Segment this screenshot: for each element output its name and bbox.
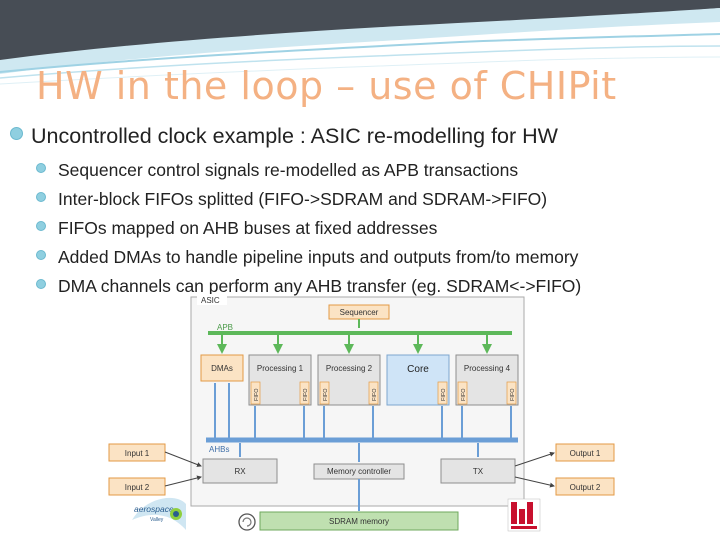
fifo-label: FIFO <box>441 388 447 401</box>
fifo-block <box>437 381 448 405</box>
sub-bullet-text: DMA channels can perform any AHB transfe… <box>58 276 582 296</box>
bullet-dot-icon <box>36 279 46 289</box>
sub-bullet-text: Inter-block FIFOs splitted (FIFO->SDRAM … <box>58 189 548 209</box>
sub-bullet: Inter-block FIFOs splitted (FIFO->SDRAM … <box>36 188 581 217</box>
sdram-label: SDRAM memory <box>329 517 389 526</box>
fifo-label: FIFO <box>254 388 260 401</box>
sub-bullet-text: Sequencer control signals re-modelled as… <box>58 160 519 180</box>
fifo-label: FIFO <box>303 388 309 401</box>
ahb-lower-connectors <box>239 443 479 462</box>
dmas-block <box>200 354 244 382</box>
apb-label: APB <box>217 323 233 332</box>
sub-bullet: DMA channels can perform any AHB transfe… <box>36 275 581 304</box>
bullet-dot-icon <box>36 221 46 231</box>
ahbs-label: AHBs <box>209 445 229 454</box>
fifo-label: FIFO <box>461 388 467 401</box>
bullet-dot-icon <box>10 127 23 140</box>
output1-label: Output 1 <box>570 449 601 458</box>
sequencer-label: Sequencer <box>340 308 379 317</box>
bullet-dot-icon <box>36 192 46 202</box>
tx-to-output2-arrow <box>514 476 555 488</box>
core-label: Core <box>407 364 429 375</box>
spiral-icon <box>238 513 256 531</box>
institution-logo <box>507 498 541 532</box>
fifo-label: FIFO <box>372 388 378 401</box>
processing4-label: Processing 4 <box>464 364 511 373</box>
input2-label: Input 2 <box>125 483 150 492</box>
input1-to-rx-arrow <box>164 451 202 467</box>
output1-block <box>555 443 615 462</box>
tx-block <box>440 458 516 484</box>
fifo-block <box>457 381 468 405</box>
tx-to-output1-arrow <box>514 451 555 467</box>
sub-bullet-list: Sequencer control signals re-modelled as… <box>36 159 581 304</box>
input2-to-rx-arrow <box>164 475 202 487</box>
tx-label: TX <box>473 467 484 476</box>
fifo-block <box>368 381 379 405</box>
main-bullet: Uncontrolled clock example : ASIC re-mod… <box>10 124 558 149</box>
main-bullet-text: Uncontrolled clock example : ASIC re-mod… <box>31 124 558 148</box>
aerospace-logo-text: aerospace <box>134 504 174 514</box>
fifo-label: FIFO <box>510 388 516 401</box>
sub-bullet: Added DMAs to handle pipeline inputs and… <box>36 246 581 275</box>
sdram-block <box>259 511 459 531</box>
fifo-block <box>319 381 330 405</box>
sub-bullet-text: Added DMAs to handle pipeline inputs and… <box>58 247 579 267</box>
asic-label: ASIC <box>201 296 220 305</box>
header-swoosh <box>0 0 720 85</box>
bullet-dot-icon <box>36 250 46 260</box>
valley-logo-text: Valley <box>150 517 164 523</box>
fifo-label: FIFO <box>323 388 329 401</box>
processing2-label: Processing 2 <box>326 364 373 373</box>
sub-bullet-text: FIFOs mapped on AHB buses at fixed addre… <box>58 218 438 238</box>
sub-bullet: Sequencer control signals re-modelled as… <box>36 159 581 188</box>
output2-block <box>555 477 615 496</box>
ahb-connectors <box>214 383 512 438</box>
output2-label: Output 2 <box>570 483 601 492</box>
input2-block <box>108 477 166 496</box>
rx-block <box>202 458 278 484</box>
asic-label-bg <box>197 294 227 305</box>
dmas-label: DMAs <box>211 364 233 373</box>
sub-bullet: FIFOs mapped on AHB buses at fixed addre… <box>36 217 581 246</box>
slide-title: HW in the loop – use of CHIPit <box>36 64 617 108</box>
bullet-dot-icon <box>36 163 46 173</box>
input1-label: Input 1 <box>125 449 150 458</box>
fifo-block <box>506 381 517 405</box>
aerospace-valley-logo: aerospace Valley <box>132 497 186 530</box>
memory-controller-label: Memory controller <box>327 467 391 476</box>
fifo-block <box>299 381 310 405</box>
fifo-block <box>250 381 261 405</box>
processing1-label: Processing 1 <box>257 364 304 373</box>
rx-label: RX <box>234 467 246 476</box>
